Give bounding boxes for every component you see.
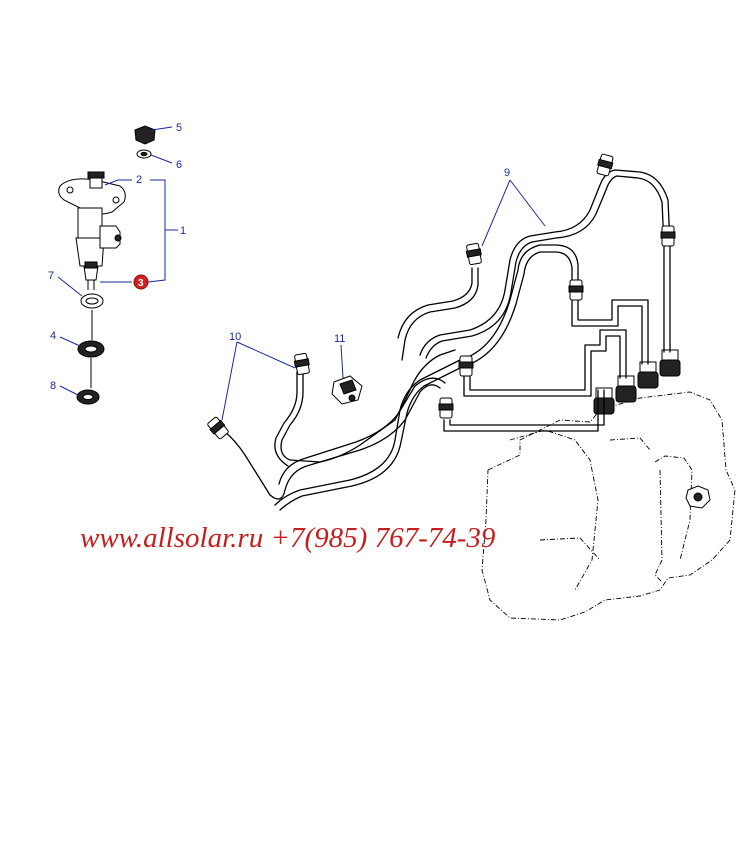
fuel-injection-pipes	[224, 169, 671, 511]
watermark-contact: www.allsolar.ru +7(985) 767-74-39	[80, 522, 496, 554]
callout-8[interactable]: 8	[50, 380, 56, 392]
callout-1[interactable]: 1	[180, 225, 186, 237]
callout-3[interactable]: 3	[138, 278, 144, 289]
injector-assembly	[58, 125, 156, 405]
callout-labels: 5 6 2 1 3 7 4 8 9 10 11	[48, 122, 510, 392]
callout-2[interactable]: 2	[136, 174, 142, 186]
leader-lines	[57, 126, 546, 421]
callout-11[interactable]: 11	[334, 333, 345, 345]
callout-5[interactable]: 5	[176, 122, 182, 134]
engine-hex-nut	[685, 485, 711, 509]
callout-4[interactable]: 4	[50, 330, 56, 342]
pipe-end-fittings	[207, 153, 676, 440]
callout-6[interactable]: 6	[176, 159, 182, 171]
callout-7[interactable]: 7	[48, 270, 54, 282]
callout-3-highlight[interactable]	[133, 274, 149, 290]
connector-part-11	[331, 375, 363, 405]
callout-10[interactable]: 10	[229, 331, 241, 343]
engine-block-sketch	[481, 391, 736, 621]
pump-outlet-fittings	[593, 349, 681, 415]
callout-9[interactable]: 9	[504, 167, 510, 179]
